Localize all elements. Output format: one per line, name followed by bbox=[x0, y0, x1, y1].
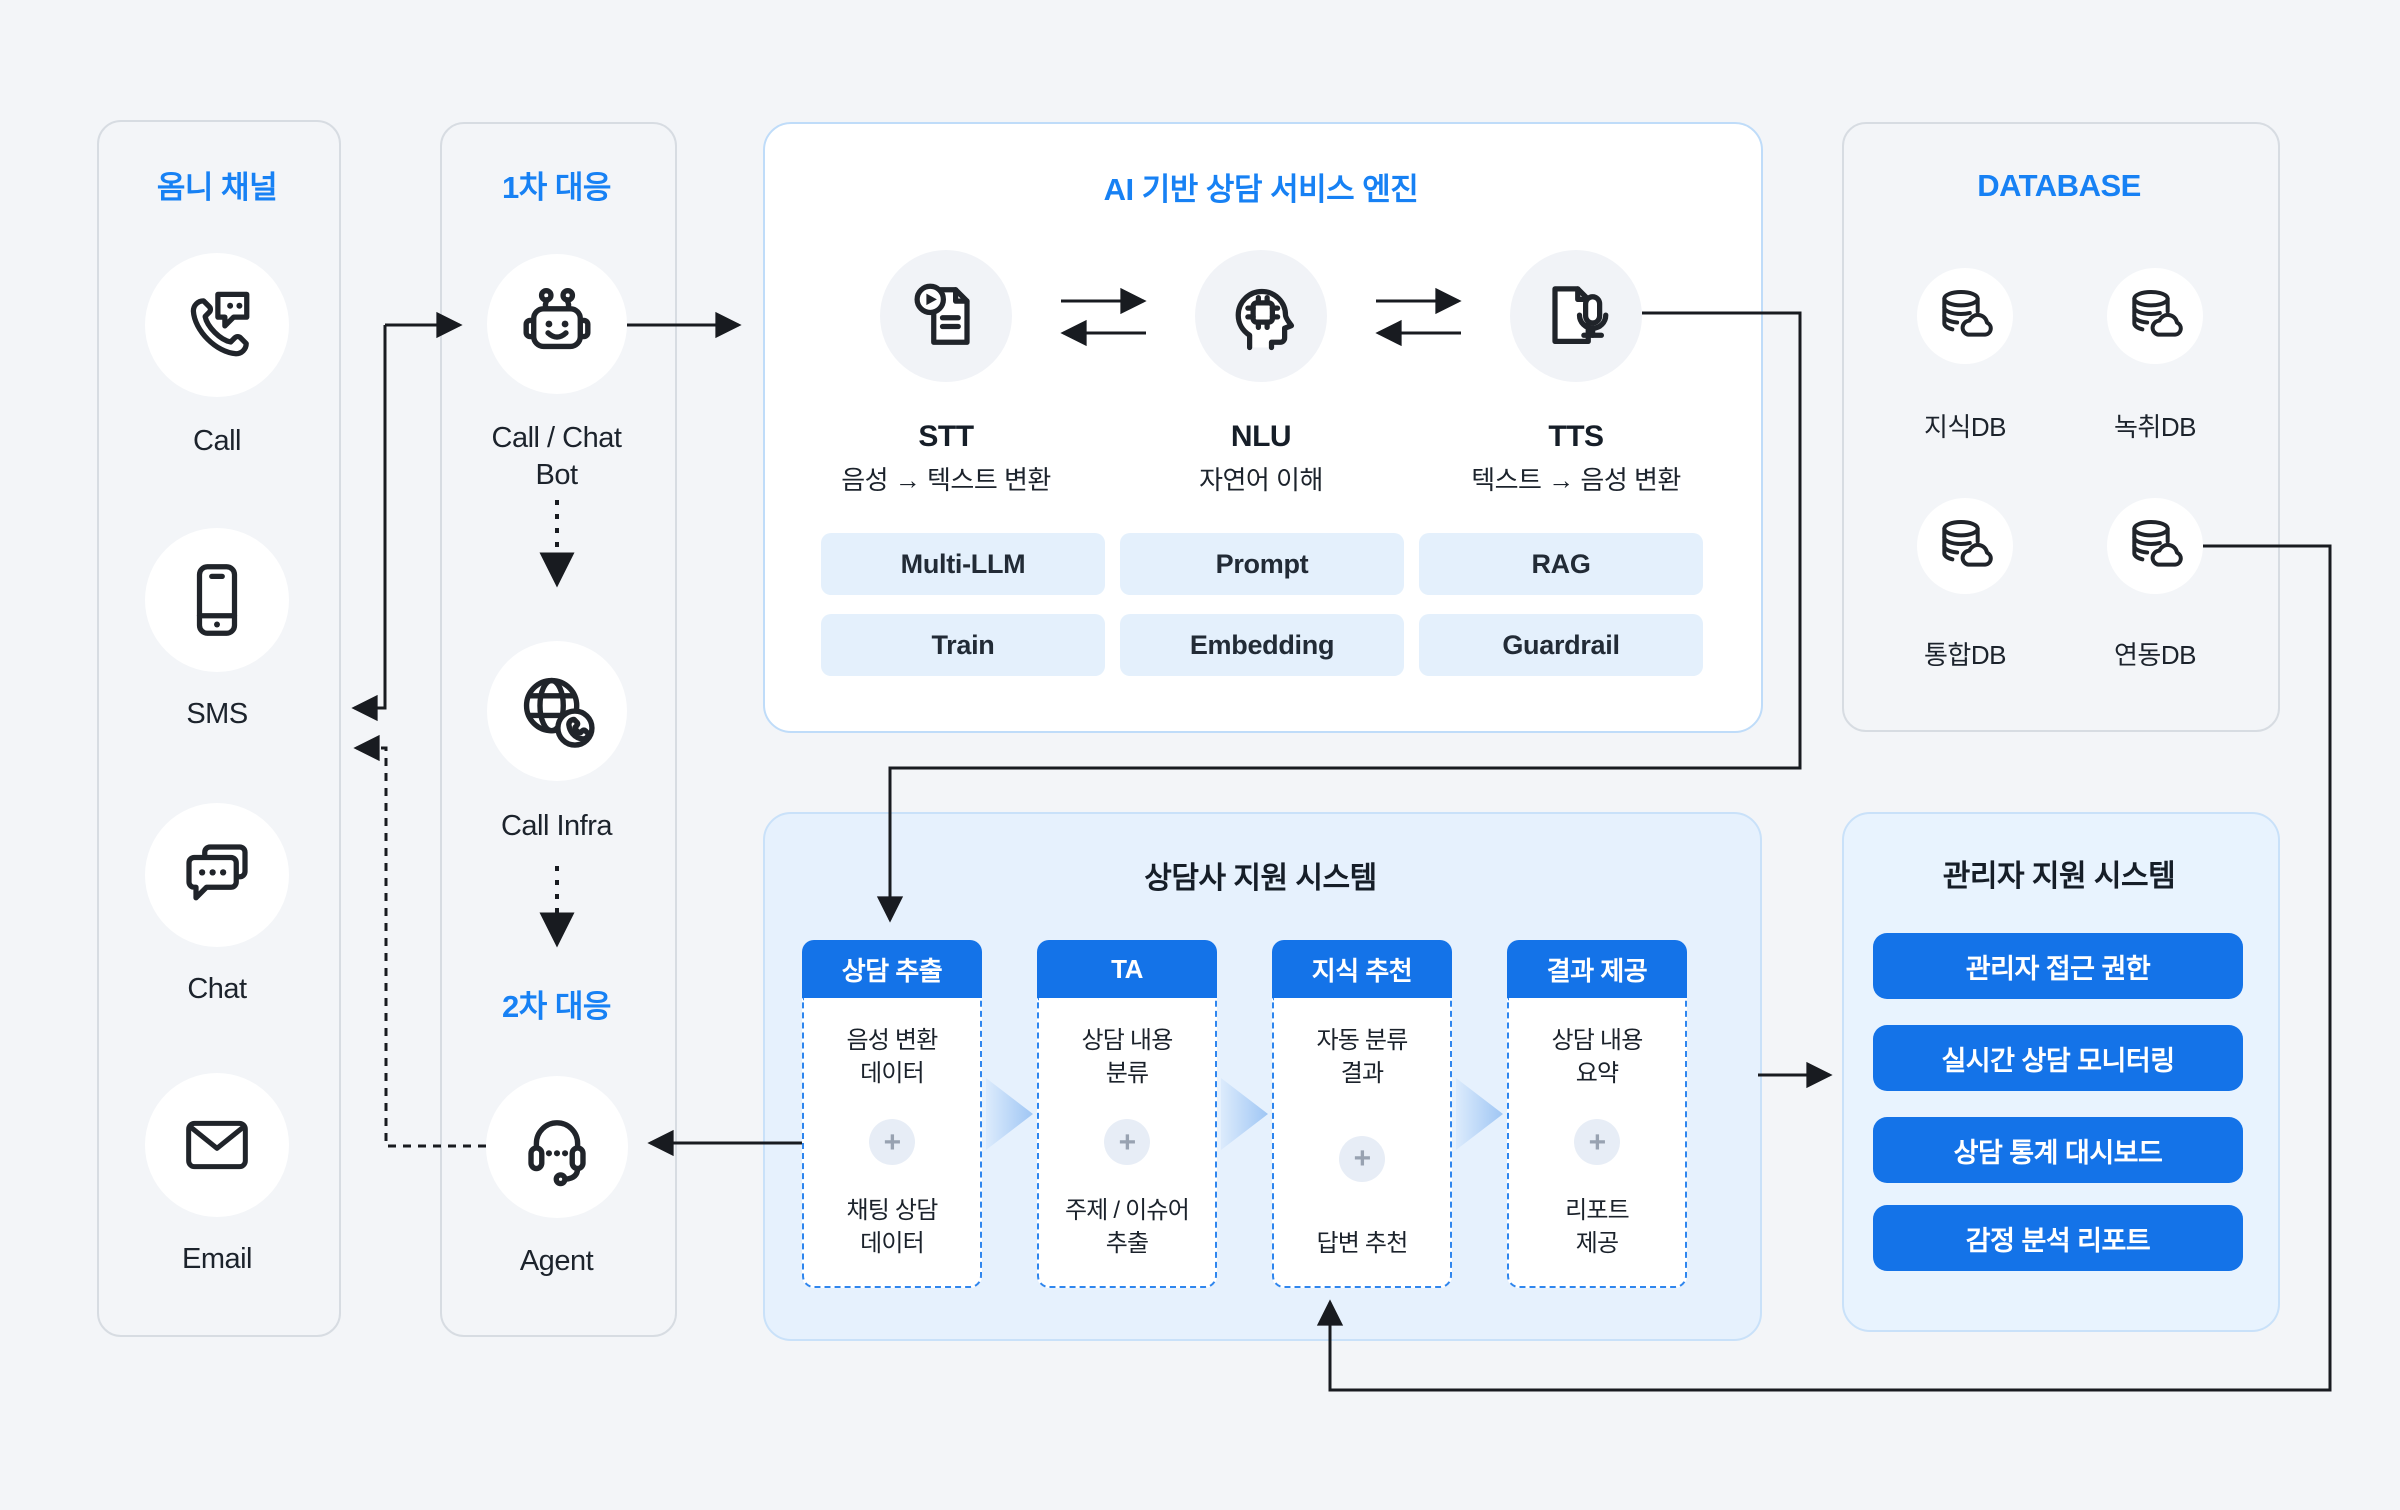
nlu-desc: 자연어 이해 bbox=[1199, 465, 1323, 495]
call-circle bbox=[145, 253, 289, 397]
database-cloud-icon bbox=[2123, 514, 2187, 578]
tts-circle bbox=[1510, 250, 1642, 382]
chip-prompt: Prompt bbox=[1120, 533, 1404, 595]
ai-engine-title: AI 기반 상담 서비스 엔진 bbox=[1103, 172, 1419, 207]
chip-embedding: Embedding bbox=[1120, 614, 1404, 676]
sentiment-report-button: 감정 분석 리포트 bbox=[1873, 1205, 2243, 1271]
headset-icon bbox=[514, 1104, 600, 1190]
omni-channel-title: 옴니 채널 bbox=[156, 170, 278, 205]
channel-label-sms: SMS bbox=[186, 698, 248, 730]
agent-label: Agent bbox=[519, 1245, 594, 1277]
card-bottom-text: 리포트 제공 bbox=[1565, 1197, 1630, 1257]
card-consult-extract: 상담 추출 음성 변환 데이터 채팅 상담 데이터 bbox=[802, 940, 982, 1288]
db-label-knowledge: 지식DB bbox=[1924, 412, 2006, 442]
database-cloud-icon bbox=[1933, 284, 1997, 348]
nlu-name: NLU bbox=[1230, 420, 1292, 453]
card-header: 지식 추천 bbox=[1272, 940, 1452, 998]
chip-train: Train bbox=[821, 614, 1105, 676]
envelope-icon bbox=[177, 1105, 257, 1185]
stt-desc: 음성 → 텍스트 변환 bbox=[841, 465, 1051, 495]
call-infra-label: Call Infra bbox=[500, 810, 613, 842]
card-body: 상담 내용 분류 주제 / 이슈어 추출 bbox=[1037, 998, 1217, 1288]
plus-icon bbox=[1574, 1119, 1620, 1165]
stt-text: STT 음성 → 텍스트 변환 bbox=[786, 418, 1106, 497]
smartphone-icon bbox=[175, 558, 259, 642]
card-body: 자동 분류 결과 답변 추천 bbox=[1272, 998, 1452, 1288]
chat-circle bbox=[145, 803, 289, 947]
db-label-linked: 연동DB bbox=[2114, 640, 2196, 670]
record-db-circle bbox=[2107, 268, 2203, 364]
card-top-text: 자동 분류 결과 bbox=[1316, 1027, 1409, 1087]
realtime-monitor-button: 실시간 상담 모니터링 bbox=[1873, 1025, 2243, 1091]
card-top-text: 상담 내용 분류 bbox=[1081, 1027, 1174, 1087]
admin-access-button: 관리자 접근 권한 bbox=[1873, 933, 2243, 999]
robot-icon bbox=[514, 281, 600, 367]
doc-play-icon bbox=[904, 274, 988, 358]
card-bottom-text: 답변 추천 bbox=[1316, 1230, 1409, 1257]
card-body: 음성 변환 데이터 채팅 상담 데이터 bbox=[802, 998, 982, 1288]
admin-support-title: 관리자 지원 시스템 bbox=[1942, 860, 2176, 893]
plus-icon bbox=[869, 1119, 915, 1165]
nlu-circle bbox=[1195, 250, 1327, 382]
plus-icon bbox=[1104, 1119, 1150, 1165]
chip-guardrail: Guardrail bbox=[1419, 614, 1703, 676]
card-result-provide: 결과 제공 상담 내용 요약 리포트 제공 bbox=[1507, 940, 1687, 1288]
knowledge-db-circle bbox=[1917, 268, 2013, 364]
integrated-db-circle bbox=[1917, 498, 2013, 594]
sms-circle bbox=[145, 528, 289, 672]
omni-channel-box bbox=[97, 120, 341, 1337]
head-chip-icon bbox=[1219, 274, 1303, 358]
globe-phone-icon bbox=[514, 668, 600, 754]
nlu-text: NLU 자연어 이해 bbox=[1101, 418, 1421, 497]
database-cloud-icon bbox=[2123, 284, 2187, 348]
card-knowledge-recommend: 지식 추천 자동 분류 결과 답변 추천 bbox=[1272, 940, 1452, 1288]
tts-name: TTS bbox=[1548, 420, 1604, 453]
bot-circle bbox=[487, 254, 627, 394]
card-ta: TA 상담 내용 분류 주제 / 이슈어 추출 bbox=[1037, 940, 1217, 1288]
chip-rag: RAG bbox=[1419, 533, 1703, 595]
arrow-bot-to-sms bbox=[351, 325, 387, 722]
call-infra-circle bbox=[487, 641, 627, 781]
channel-label-call: Call bbox=[193, 425, 241, 457]
secondary-response-title: 2차 대응 bbox=[502, 989, 611, 1024]
stats-dashboard-button: 상담 통계 대시보드 bbox=[1873, 1117, 2243, 1183]
response-box bbox=[440, 122, 677, 1337]
agent-support-title: 상담사 지원 시스템 bbox=[1144, 862, 1377, 895]
channel-label-email: Email bbox=[181, 1243, 253, 1275]
card-bottom-text: 채팅 상담 데이터 bbox=[846, 1197, 939, 1257]
db-label-integrated: 통합DB bbox=[1924, 640, 2006, 670]
chat-bubbles-icon bbox=[175, 833, 259, 917]
tts-text: TTS 텍스트 → 음성 변환 bbox=[1416, 418, 1736, 497]
primary-response-title: 1차 대응 bbox=[502, 170, 611, 205]
plus-icon bbox=[1339, 1135, 1385, 1182]
card-body: 상담 내용 요약 리포트 제공 bbox=[1507, 998, 1687, 1288]
db-label-record: 녹취DB bbox=[2114, 412, 2196, 442]
card-header: TA bbox=[1037, 940, 1217, 998]
linked-db-circle bbox=[2107, 498, 2203, 594]
database-cloud-icon bbox=[1933, 514, 1997, 578]
stt-circle bbox=[880, 250, 1012, 382]
card-top-text: 상담 내용 요약 bbox=[1551, 1027, 1644, 1087]
doc-mic-icon bbox=[1534, 274, 1618, 358]
bot-label: Call / Chat Bot bbox=[491, 422, 622, 491]
card-top-text: 음성 변환 데이터 bbox=[846, 1027, 939, 1087]
agent-circle bbox=[486, 1076, 628, 1218]
phone-chat-icon bbox=[175, 283, 259, 367]
tts-desc: 텍스트 → 음성 변환 bbox=[1471, 465, 1681, 495]
channel-label-chat: Chat bbox=[187, 973, 247, 1005]
card-header: 상담 추출 bbox=[802, 940, 982, 998]
database-title: DATABASE bbox=[1977, 168, 2141, 203]
card-bottom-text: 주제 / 이슈어 추출 bbox=[1064, 1197, 1190, 1257]
chip-multi-llm: Multi-LLM bbox=[821, 533, 1105, 595]
card-header: 결과 제공 bbox=[1507, 940, 1687, 998]
email-circle bbox=[145, 1073, 289, 1217]
stt-name: STT bbox=[918, 420, 974, 453]
